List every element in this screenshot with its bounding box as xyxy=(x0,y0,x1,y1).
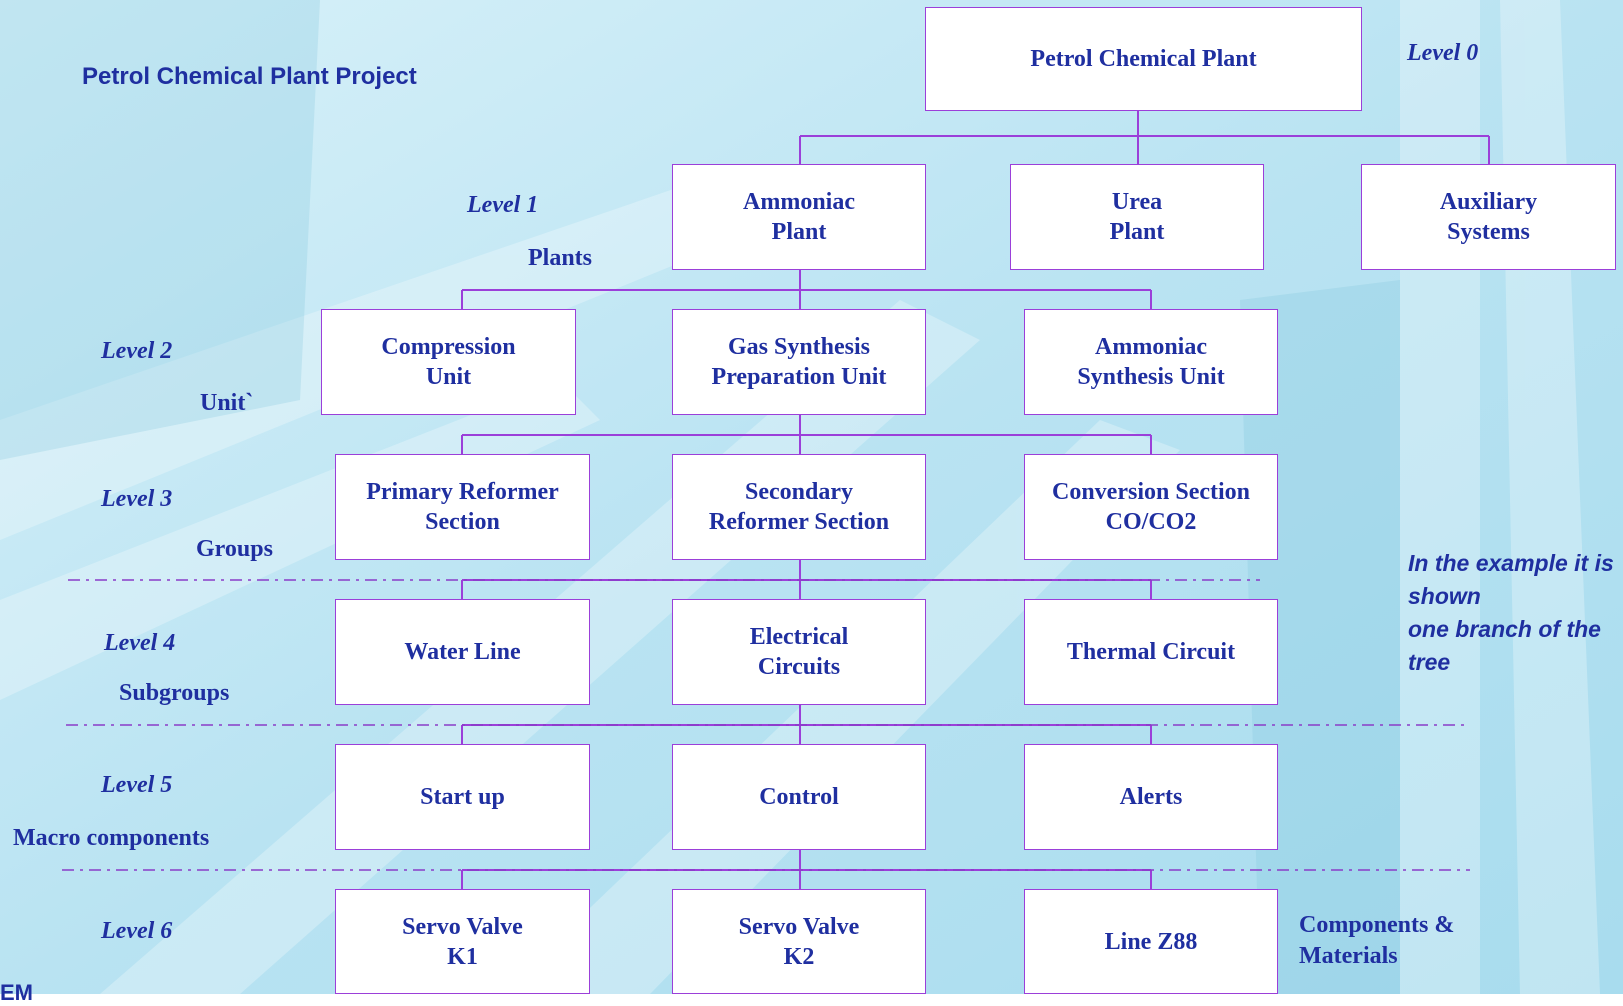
node-electrical-circuits[interactable]: Electrical Circuits xyxy=(672,599,926,705)
node-primary-reformer-section[interactable]: Primary Reformer Section xyxy=(335,454,590,560)
level-0-label: Level 0 xyxy=(1407,40,1479,66)
node-servo-valve-k2[interactable]: Servo Valve K2 xyxy=(672,889,926,994)
level-2-label: Level 2 xyxy=(101,338,173,364)
node-urea-plant[interactable]: Urea Plant xyxy=(1010,164,1264,270)
level-4-label: Level 4 xyxy=(104,630,176,656)
node-compression-unit[interactable]: Compression Unit xyxy=(321,309,576,415)
node-auxiliary-systems[interactable]: Auxiliary Systems xyxy=(1361,164,1616,270)
node-conversion-section[interactable]: Conversion Section CO/CO2 xyxy=(1024,454,1278,560)
project-title: Petrol Chemical Plant Project xyxy=(82,63,417,90)
level-3-label: Level 3 xyxy=(101,486,173,512)
node-ammoniac-synthesis-unit[interactable]: Ammoniac Synthesis Unit xyxy=(1024,309,1278,415)
node-control[interactable]: Control xyxy=(672,744,926,850)
plants-label: Plants xyxy=(528,245,593,271)
level-6-label: Level 6 xyxy=(101,918,173,944)
node-servo-valve-k1[interactable]: Servo Valve K1 xyxy=(335,889,590,994)
node-thermal-circuit[interactable]: Thermal Circuit xyxy=(1024,599,1278,705)
level-5-label: Level 5 xyxy=(101,772,173,798)
branch-note: In the example it is shown one branch of… xyxy=(1408,550,1614,675)
level-1-label: Level 1 xyxy=(467,192,539,218)
node-secondary-reformer-section[interactable]: Secondary Reformer Section xyxy=(672,454,926,560)
node-ammoniac-plant[interactable]: Ammoniac Plant xyxy=(672,164,926,270)
node-gas-synthesis-preparation-unit[interactable]: Gas Synthesis Preparation Unit xyxy=(672,309,926,415)
subgroups-label: Subgroups xyxy=(119,680,230,706)
node-water-line[interactable]: Water Line xyxy=(335,599,590,705)
node-petrol-chemical-plant[interactable]: Petrol Chemical Plant xyxy=(925,7,1362,111)
components-materials-label: Components & Materials xyxy=(1299,912,1455,969)
node-alerts[interactable]: Alerts xyxy=(1024,744,1278,850)
macro-components-label: Macro components xyxy=(13,825,210,851)
node-start-up[interactable]: Start up xyxy=(335,744,590,850)
footer-fragment: EM xyxy=(0,980,33,1005)
groups-label: Groups xyxy=(196,536,273,562)
node-line-z88[interactable]: Line Z88 xyxy=(1024,889,1278,994)
unit-label: Unit` xyxy=(200,390,254,416)
